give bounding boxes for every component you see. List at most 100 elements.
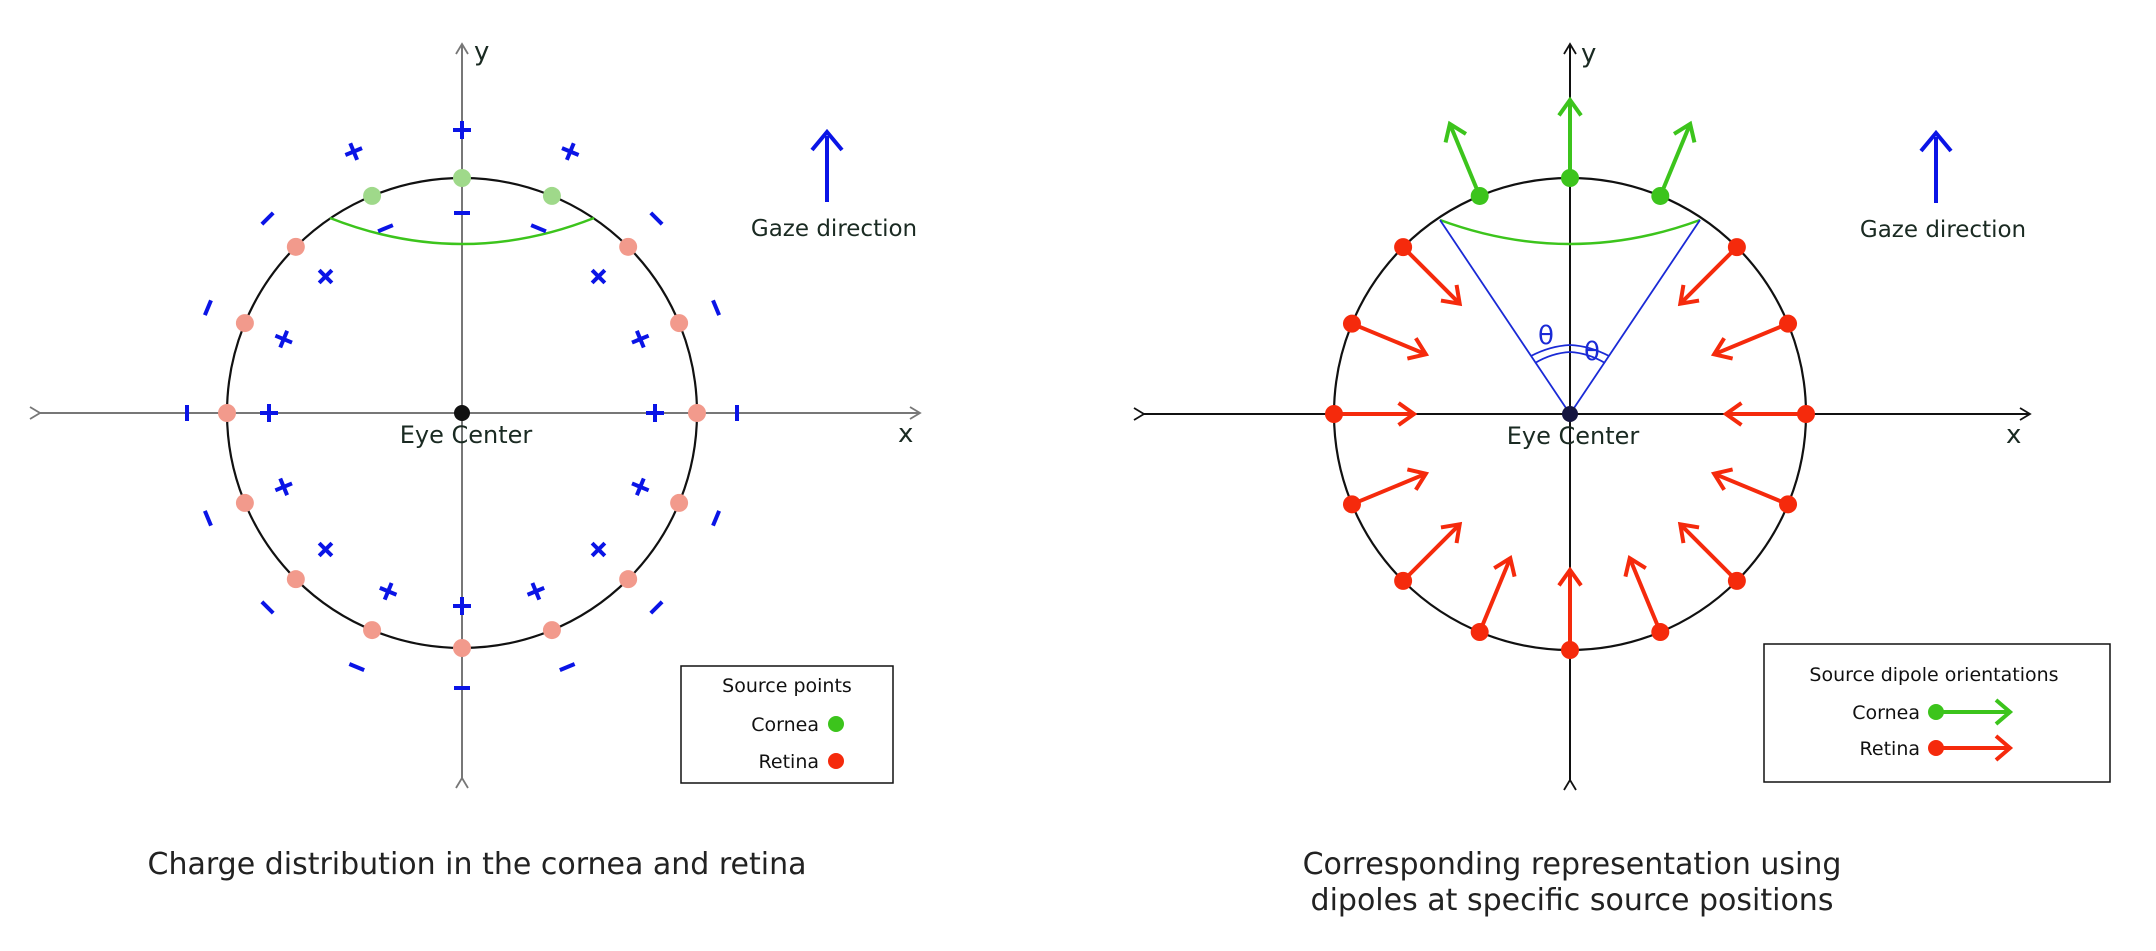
- retina-dipole: [1325, 401, 1418, 427]
- right-panel: x y θ θ Eye Center Gaze direction Source…: [1133, 39, 2111, 918]
- left-eye-center-dot: [454, 405, 470, 421]
- left-legend: Source points Cornea Retina: [680, 665, 894, 784]
- right-theta-label-left: θ: [1538, 321, 1554, 351]
- left-panel: x y Eye Center Gaze direction Source poi…: [29, 37, 922, 882]
- left-gaze-arrow: [810, 128, 844, 202]
- right-caption-line1: Corresponding representation using: [1303, 847, 1842, 882]
- left-source-points: [218, 169, 706, 657]
- right-theta-arc-right-inner: [1569, 351, 1606, 364]
- left-legend-retina-dot: [828, 753, 844, 769]
- cornea-source-point: [363, 186, 382, 205]
- right-theta-label-right: θ: [1584, 337, 1600, 367]
- cornea-dipole: [1651, 120, 1697, 205]
- right-theta-arc-right-outer: [1569, 344, 1610, 357]
- retina-source-point: [235, 493, 254, 512]
- minus-charge: [377, 223, 394, 234]
- plus-charge: [274, 330, 293, 349]
- plus-charge: [260, 404, 278, 422]
- cornea-source-point: [453, 169, 471, 187]
- left-legend-cornea-label: Cornea: [751, 714, 819, 736]
- plus-charge: [453, 597, 471, 615]
- retina-dipole: [1677, 521, 1746, 590]
- left-eye-center-label: Eye Center: [400, 421, 533, 449]
- plus-charge: [344, 142, 363, 161]
- minus-charge: [559, 662, 576, 672]
- minus-charge: [711, 510, 721, 527]
- right-caption-line2: dipoles at specific source positions: [1311, 883, 1834, 918]
- minus-charge: [348, 662, 365, 672]
- retina-source-point: [688, 404, 706, 422]
- retina-dipole: [1677, 238, 1746, 307]
- cornea-dipole: [1443, 120, 1489, 205]
- plus-charge: [274, 477, 293, 496]
- retina-source-point: [670, 314, 689, 333]
- retina-dipole: [1710, 467, 1798, 514]
- plus-charge: [631, 330, 650, 349]
- plus-charge: [317, 541, 334, 558]
- cornea-source-point: [542, 186, 561, 205]
- plus-charge: [561, 142, 580, 161]
- right-legend-cornea-label: Cornea: [1852, 702, 1920, 724]
- right-eye-center-dot: [1562, 406, 1578, 422]
- right-theta-line-left: [1439, 219, 1571, 415]
- retina-dipole: [1394, 238, 1463, 307]
- left-caption: Charge distribution in the cornea and re…: [148, 847, 807, 882]
- minus-charge: [649, 600, 664, 615]
- right-gaze-arrow: [1919, 129, 1953, 203]
- plus-charge: [317, 268, 334, 285]
- minus-charge: [530, 223, 547, 234]
- minus-charge: [260, 600, 275, 615]
- retina-dipole: [1710, 314, 1798, 361]
- right-legend: Source dipole orientations Cornea Retina: [1763, 643, 2111, 783]
- right-legend-title: Source dipole orientations: [1809, 664, 2058, 686]
- minus-charge: [649, 211, 664, 226]
- left-legend-title: Source points: [722, 675, 852, 697]
- left-gaze-label: Gaze direction: [751, 216, 917, 242]
- retina-source-point: [286, 237, 305, 256]
- right-axis-y-label: y: [1581, 39, 1596, 69]
- retina-source-point: [218, 404, 236, 422]
- plus-charge: [379, 582, 398, 601]
- right-axis-x-label: x: [2006, 420, 2021, 450]
- plus-charge: [526, 582, 545, 601]
- right-cornea-boundary: [1439, 218, 1701, 246]
- left-legend-retina-label: Retina: [759, 751, 819, 773]
- plus-charge: [590, 268, 607, 285]
- right-theta-line-right: [1569, 219, 1701, 415]
- left-charge-signs: [185, 121, 739, 690]
- minus-charge: [711, 299, 721, 316]
- retina-source-point: [286, 570, 305, 589]
- plus-charge: [631, 477, 650, 496]
- minus-charge: [260, 211, 275, 226]
- retina-source-point: [670, 493, 689, 512]
- retina-source-point: [363, 621, 382, 640]
- plus-charge: [453, 121, 471, 139]
- retina-source-point: [542, 621, 561, 640]
- retina-dipole: [1623, 554, 1670, 642]
- right-legend-retina-arrow: [1928, 734, 2014, 762]
- right-theta-construction: θ θ: [1439, 219, 1701, 415]
- left-legend-cornea-dot: [828, 716, 844, 732]
- right-eye-center-label: Eye Center: [1507, 422, 1640, 450]
- minus-charge: [203, 299, 213, 316]
- retina-source-point: [619, 570, 638, 589]
- retina-source-point: [235, 314, 254, 333]
- retina-dipole: [1342, 467, 1430, 514]
- minus-charge: [203, 510, 213, 527]
- retina-dipole: [1342, 314, 1430, 361]
- right-legend-cornea-arrow: [1928, 698, 2014, 726]
- left-cornea-boundary: [329, 216, 595, 246]
- right-legend-retina-label: Retina: [1860, 738, 1920, 760]
- retina-dipole: [1722, 401, 1815, 427]
- left-axis-x-label: x: [898, 419, 913, 449]
- cornea-dipole: [1557, 96, 1583, 187]
- retina-dipole: [1557, 566, 1583, 659]
- right-gaze-label: Gaze direction: [1860, 217, 2026, 243]
- right-theta-arc-left-inner: [1534, 351, 1571, 364]
- plus-charge: [590, 541, 607, 558]
- left-axis-y-label: y: [474, 37, 489, 67]
- retina-dipole: [1394, 521, 1463, 590]
- retina-dipole: [1470, 554, 1517, 642]
- retina-source-point: [619, 237, 638, 256]
